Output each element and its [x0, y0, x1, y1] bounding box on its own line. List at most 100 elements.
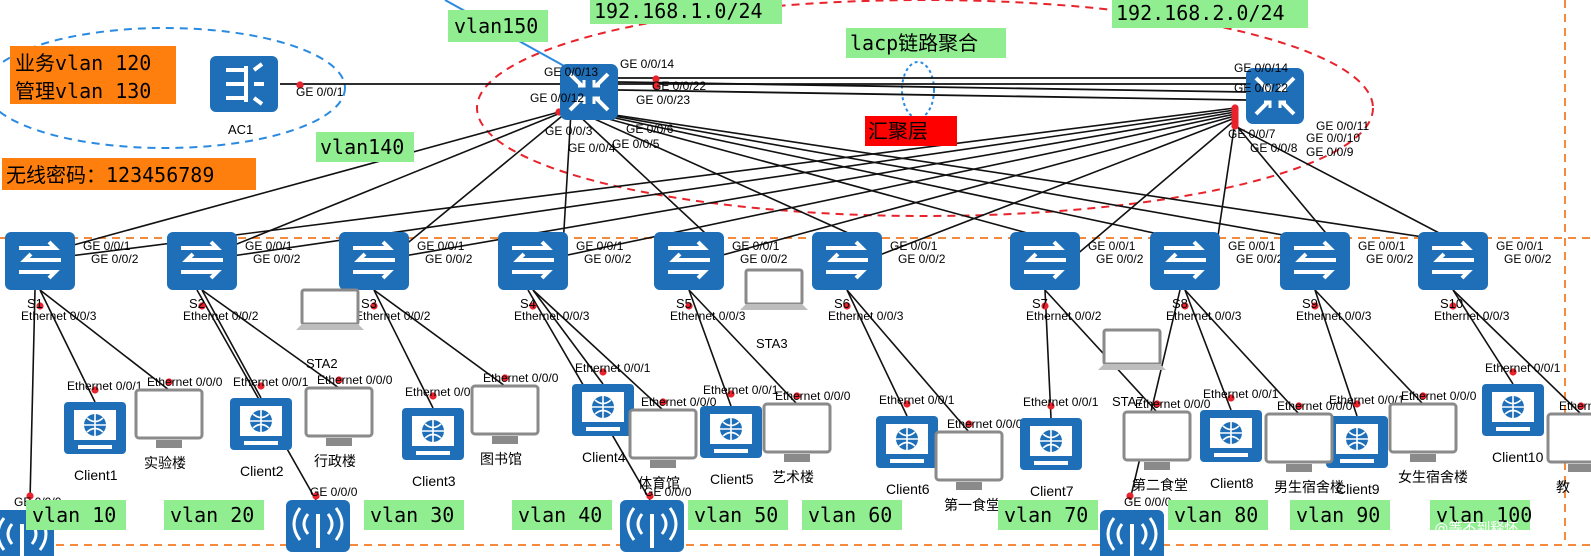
client-4[interactable]: [571, 383, 635, 437]
access-switch-s4[interactable]: [496, 230, 570, 292]
vlan-tag-8: vlan 80: [1174, 503, 1258, 527]
server-9[interactable]: [1388, 402, 1458, 464]
switch-name-s2: S2: [189, 296, 205, 311]
lacp-note: lacp链路聚合: [850, 31, 978, 55]
switch-s8-d3: Ethernet 0/0/0: [1277, 399, 1353, 413]
switch-s5-up1: GE 0/0/1: [732, 239, 780, 253]
server-7[interactable]: [1122, 410, 1192, 472]
client-5[interactable]: [699, 405, 763, 459]
client-2[interactable]: [229, 397, 293, 451]
server-10[interactable]: [1546, 412, 1591, 474]
core-left-port-1: GE 0/0/13: [544, 65, 598, 79]
access-switch-s2[interactable]: [165, 230, 239, 292]
access-switch-s5[interactable]: [652, 230, 726, 292]
vlan-tag-bg-2: [164, 500, 264, 530]
switch-down-dot-10: [1449, 302, 1457, 310]
ap-dot-4: [646, 492, 654, 500]
switch-down-dot-6: [843, 302, 851, 310]
ap-link-1: [29, 289, 36, 501]
core-switch-right[interactable]: [1244, 66, 1306, 126]
client-9[interactable]: [1325, 415, 1389, 469]
uplink-right-7: [1074, 119, 1236, 257]
switch-s7-up2: GE 0/0/2: [1096, 252, 1144, 266]
server-4[interactable]: [628, 408, 698, 470]
access-switch-s8[interactable]: [1148, 230, 1222, 292]
client-8[interactable]: [1199, 409, 1263, 463]
ap-link-8: [1129, 289, 1181, 501]
switch-s4-d2: Ethernet 0/0/1: [575, 361, 651, 375]
switch-s7-d3: Ethernet 0/0/0: [1135, 397, 1211, 411]
server-link-8: [1184, 289, 1300, 415]
switch-s4-up1: GE 0/0/1: [576, 239, 624, 253]
access-point-4[interactable]: [1098, 508, 1166, 556]
switch-down-dot-2: [198, 302, 206, 310]
access-switch-s10[interactable]: [1416, 230, 1490, 292]
uplink-left-7: [582, 111, 1076, 247]
access-switch-s6[interactable]: [810, 230, 884, 292]
client-link-1: [39, 289, 96, 403]
core-left-port-8: GE 0/0/4: [568, 141, 616, 155]
ap-port-label-2: GE 0/0/0: [310, 485, 358, 499]
server-dot-4: [659, 398, 667, 406]
core-left-port-2: GE 0/0/14: [620, 57, 674, 71]
subnet-left-tag-bg: [590, 0, 782, 24]
access-switch-s3[interactable]: [337, 230, 411, 292]
layer-label-bg: [865, 116, 957, 146]
switch-name-s9: S9: [1302, 296, 1318, 311]
server-dot-2: [335, 376, 343, 384]
client-7[interactable]: [1019, 417, 1083, 471]
lacp-dot-2: [652, 82, 660, 90]
server-label-10: 教: [1556, 479, 1570, 495]
server-dot-5: [793, 392, 801, 400]
switch-down-dot-1: [36, 302, 44, 310]
core-layer-boundary: [476, 0, 1374, 217]
access-point-2[interactable]: [284, 498, 352, 554]
client-dot-7: [1047, 402, 1055, 410]
service-vlan-note-bg: [10, 46, 176, 104]
sta-sta7[interactable]: [1096, 328, 1168, 372]
sta-sta2[interactable]: [294, 288, 366, 332]
client-dot-2: [257, 382, 265, 390]
switch-name-s6: S6: [834, 296, 850, 311]
server-3[interactable]: [470, 384, 540, 446]
server-8[interactable]: [1264, 412, 1334, 474]
server-1[interactable]: [134, 388, 204, 450]
server-2[interactable]: [304, 386, 374, 448]
core-left-port-4: GE 0/0/12: [530, 91, 584, 105]
ac-controller[interactable]: [210, 56, 278, 112]
server-link-9: [1314, 289, 1424, 405]
access-switch-s9[interactable]: [1278, 230, 1352, 292]
vlan140-tag: vlan140: [320, 135, 404, 159]
switch-s1-up1: GE 0/0/1: [83, 239, 131, 253]
server-label-8: 男生宿舍楼: [1274, 479, 1344, 495]
lacp-note-bg: [846, 28, 1006, 58]
access-switch-s7[interactable]: [1008, 230, 1082, 292]
switch-s1-d2: Ethernet 0/0/1: [67, 379, 143, 393]
switch-s3-up1: GE 0/0/1: [417, 239, 465, 253]
server-5[interactable]: [762, 402, 832, 464]
access-point-3[interactable]: [618, 498, 686, 554]
server-6[interactable]: [934, 430, 1004, 492]
sta-sta3[interactable]: [738, 268, 810, 312]
client-10[interactable]: [1481, 383, 1545, 437]
switch-s10-d1: Ethernet 0/0/3: [1434, 309, 1510, 323]
access-switch-s1[interactable]: [3, 230, 77, 292]
core-left-port-3: GE 0/0/22: [652, 79, 706, 93]
uplink-left-10: [594, 111, 1484, 247]
vlan-tag-bg-10: [1430, 500, 1530, 530]
layer-label: 汇聚层: [868, 119, 928, 143]
vlan-tag-4: vlan 40: [518, 503, 602, 527]
client-link-10: [1452, 289, 1514, 385]
vlan-tag-bg-4: [512, 500, 612, 530]
client-6[interactable]: [875, 415, 939, 469]
vlan-tag-7: vlan 70: [1004, 503, 1088, 527]
ap-dot-8: [1126, 492, 1134, 500]
switch-s3-d2: Ethernet 0/0/1: [405, 385, 481, 399]
switch-s3-d1: Ethernet 0/0/2: [355, 309, 431, 323]
uplink-right-8: [1214, 121, 1236, 257]
client-1[interactable]: [63, 401, 127, 455]
client-3[interactable]: [401, 407, 465, 461]
client-label-7: Client7: [1030, 483, 1074, 499]
vlan150-tag-bg: [448, 10, 548, 42]
switch-down-dot-7: [1041, 302, 1049, 310]
